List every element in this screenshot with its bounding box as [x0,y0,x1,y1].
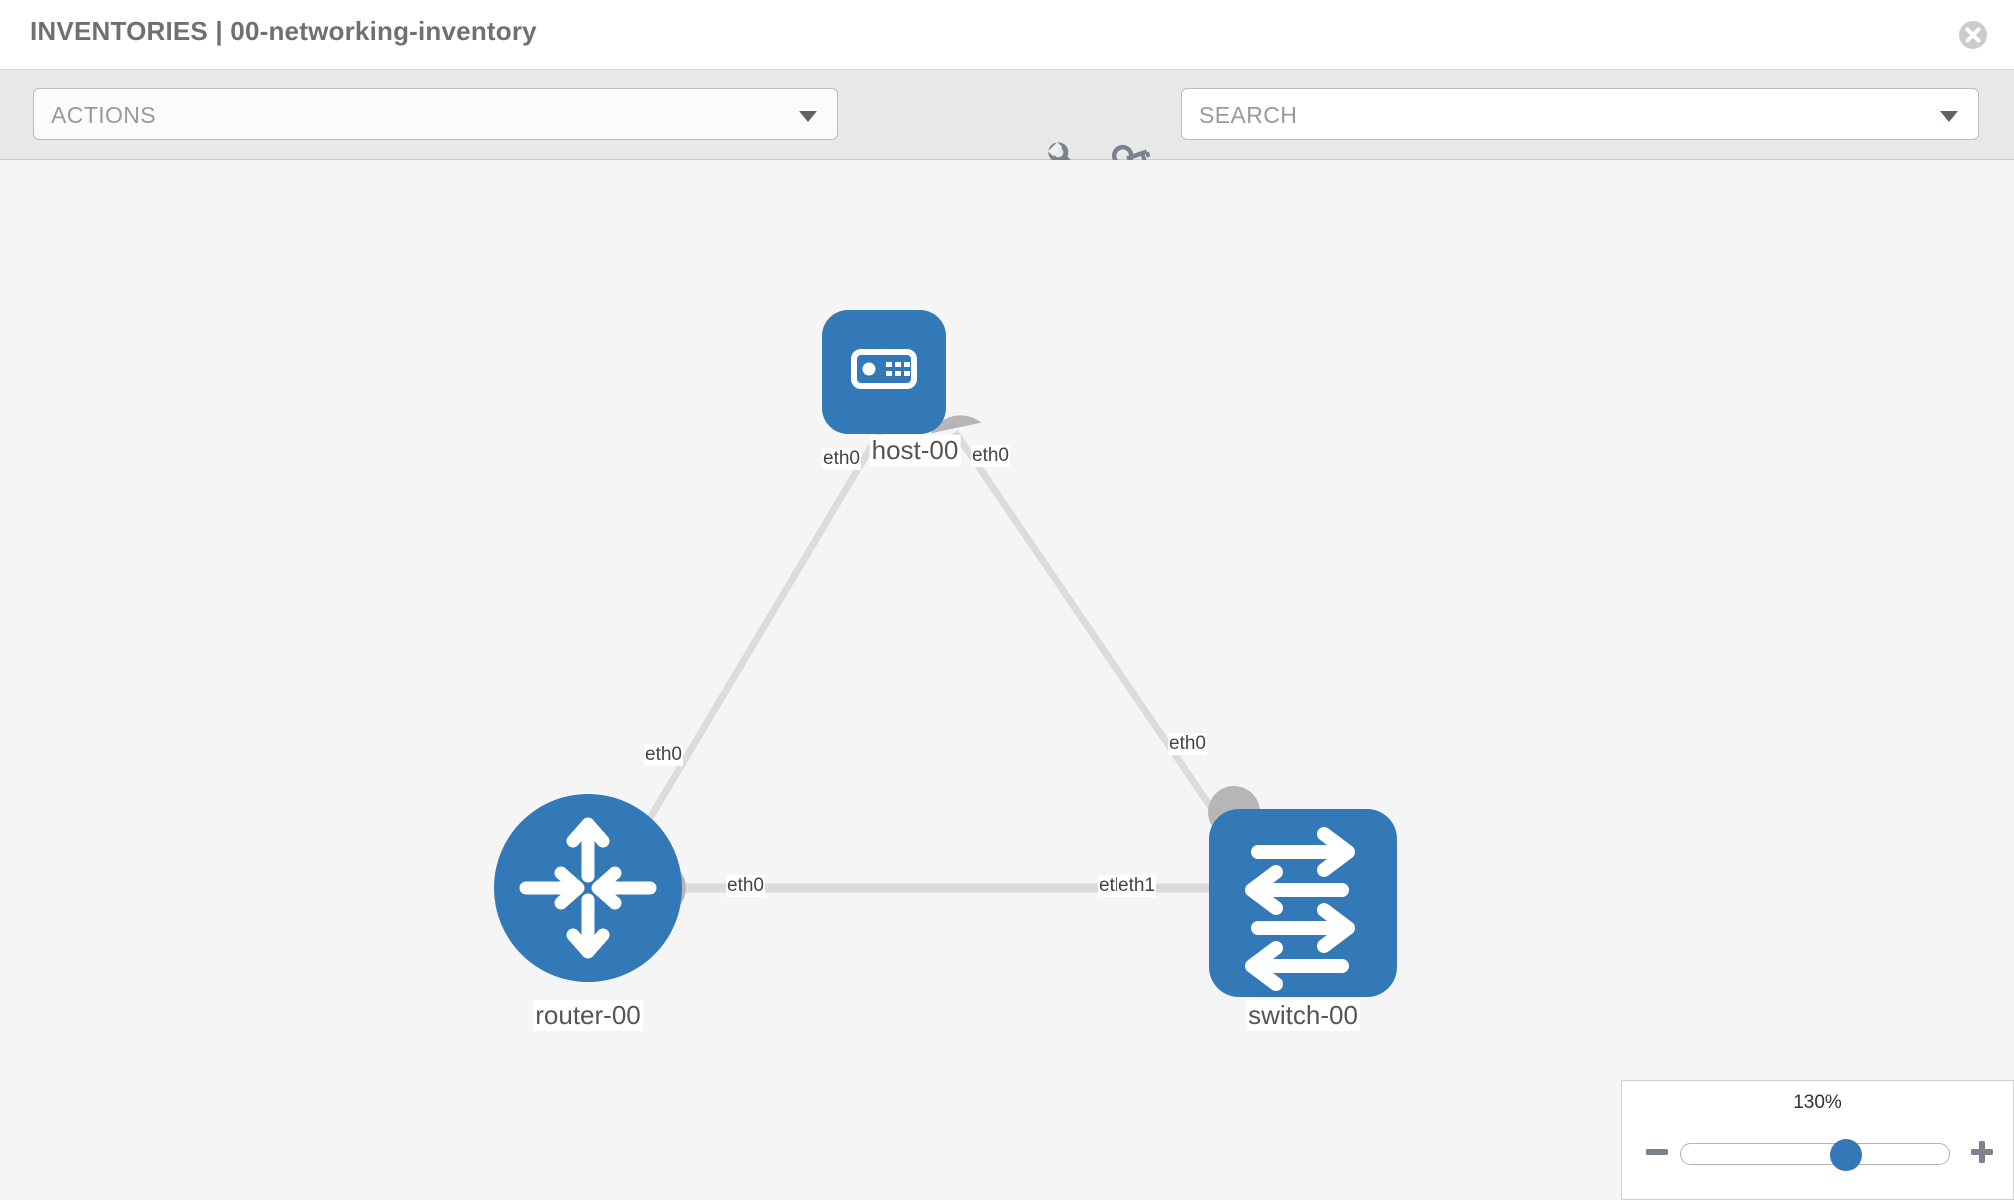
topology-links [621,430,1245,893]
page-title: INVENTORIES | 00-networking-inventory [30,16,537,46]
zoom-slider-thumb[interactable] [1829,1139,1862,1171]
node-label-router: router-00 [533,1000,643,1031]
topology-canvas[interactable]: host-00 router-00 switch-00 eth0 eth0 et… [0,160,2014,1200]
chevron-down-icon[interactable] [1940,111,1958,122]
zoom-panel: 130% [1621,1080,2014,1200]
node-host-00[interactable] [822,310,946,434]
node-label-host: host-00 [869,435,961,466]
node-switch-00[interactable] [1209,809,1397,997]
chevron-down-icon [799,111,817,122]
node-label-switch: switch-00 [1246,1000,1360,1031]
minus-icon[interactable] [1644,1139,1670,1165]
link-host-switch [952,430,1243,852]
zoom-slider[interactable] [1680,1139,1950,1171]
actions-dropdown[interactable]: ACTIONS [33,88,838,140]
search-placeholder: SEARCH [1199,102,1298,128]
close-icon[interactable] [1958,20,1988,50]
server-icon [851,349,917,389]
router-arrows-icon [519,817,657,959]
iface-label-router-right: eth0 [726,875,765,897]
search-input[interactable]: SEARCH [1181,88,1979,140]
zoom-level-label: 130% [1793,1092,1842,1113]
iface-label-router-up: eth0 [644,744,683,766]
node-router-00[interactable] [494,794,682,982]
topology-graph [494,310,1397,997]
iface-label-host-right: eth0 [971,445,1010,467]
topology-sockets [634,415,1268,914]
toolbar: ACTIONS SEARC [0,70,2014,173]
switch-arrows-icon [1245,827,1355,991]
iface-label-switch-up: eth0 [1168,733,1207,755]
iface-label-host-left: eth0 [822,448,861,470]
plus-icon[interactable] [1969,1139,1995,1165]
page-header: INVENTORIES | 00-networking-inventory [0,0,2014,70]
socket-host-right [930,415,982,434]
iface-label-switch-left-eth1: eth1 [1117,875,1156,897]
link-host-router [621,430,884,862]
actions-dropdown-label: ACTIONS [51,102,157,128]
